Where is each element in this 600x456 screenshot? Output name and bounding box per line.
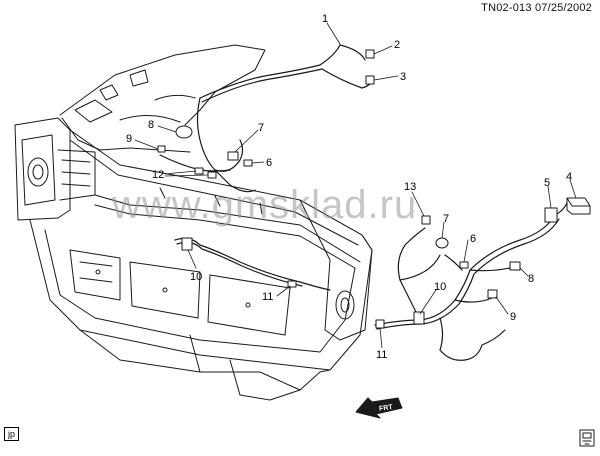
vehicle-icon (579, 429, 595, 447)
callout-11-lower: 11 (376, 349, 387, 361)
connector-6-lower (459, 261, 469, 269)
callout-6-lower: 6 (470, 233, 476, 245)
callout-5: 5 (544, 177, 550, 189)
clip-11-upper (287, 280, 297, 288)
connectors (157, 49, 591, 329)
connector-10-lower (413, 311, 425, 325)
callout-8-lower: 8 (528, 273, 534, 285)
callout-11-upper: 11 (262, 291, 273, 303)
connector-8-lower (509, 261, 521, 271)
callout-12: 12 (152, 169, 164, 181)
leader-lines (134, 22, 577, 349)
grommet-8-upper (175, 125, 193, 139)
connector-7-upper (227, 151, 239, 161)
clip-9-upper (157, 145, 166, 153)
callout-13: 13 (404, 181, 416, 193)
drawing-id: TN02-013 07/25/2002 (481, 2, 592, 14)
clip-12b (207, 171, 217, 179)
callout-2: 2 (394, 39, 400, 51)
connector-6-upper (243, 159, 253, 167)
forward-arrow-label: FRT (379, 404, 394, 413)
callouts: 1 2 3 4 5 6 6 7 7 8 8 9 9 10 10 11 11 12… (126, 13, 572, 361)
clip-11-lower (375, 319, 385, 329)
connector-2 (365, 49, 375, 59)
forward-arrow: FRT (355, 397, 403, 419)
connector-10-upper (181, 237, 193, 251)
callout-8-upper: 8 (148, 119, 154, 131)
callout-3: 3 (400, 71, 406, 83)
connector-9-lower (487, 289, 498, 299)
callout-7-lower: 7 (443, 213, 449, 225)
radiator-support-assembly (14, 44, 373, 401)
callout-6-upper: 6 (266, 157, 272, 169)
corner-code: jp (4, 427, 20, 441)
callout-9-lower: 9 (510, 311, 516, 323)
relay-5 (544, 207, 558, 223)
clip-13 (421, 215, 431, 225)
callout-9-upper: 9 (126, 133, 132, 145)
callout-1: 1 (322, 13, 328, 25)
module-4 (566, 197, 591, 215)
callout-10-lower: 10 (434, 281, 446, 293)
connector-3 (365, 75, 375, 85)
callout-10-upper: 10 (190, 271, 202, 283)
watermark-text: www.gmsklad.ru (112, 183, 418, 227)
callout-4: 4 (566, 171, 572, 183)
grommet-7-lower (435, 237, 449, 249)
callout-7-upper: 7 (258, 122, 264, 134)
